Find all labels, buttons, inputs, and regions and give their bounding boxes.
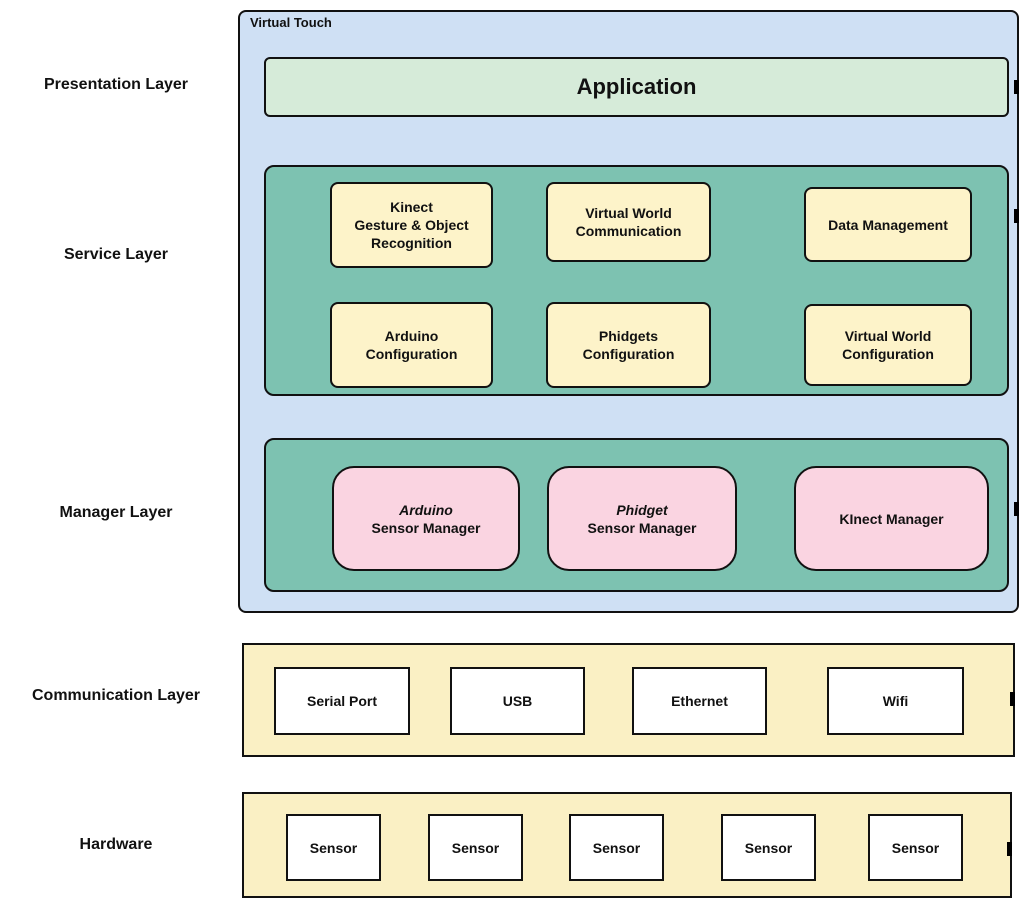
- connector-tick: [1014, 209, 1019, 223]
- manager-box-brand: Phidget: [616, 501, 668, 518]
- communication-layer-band: Serial Port USB Ethernet Wifi: [242, 643, 1015, 757]
- hardware-box-sensor: Sensor: [868, 814, 963, 881]
- service-box-phidgets-config: Phidgets Configuration: [546, 302, 711, 388]
- manager-box-name: Sensor Manager: [371, 519, 481, 536]
- connector-tick: [1010, 692, 1015, 706]
- service-box-arduino-config: Arduino Configuration: [330, 302, 493, 388]
- connector-tick: [1007, 842, 1012, 856]
- service-box-kinect-gesture: Kinect Gesture & Object Recognition: [330, 182, 493, 268]
- label-manager-layer: Manager Layer: [59, 504, 173, 521]
- label-service-layer: Service Layer: [63, 246, 169, 263]
- label-presentation-layer: Presentation Layer: [43, 76, 189, 93]
- hardware-box-sensor: Sensor: [286, 814, 381, 881]
- hardware-box-sensor: Sensor: [721, 814, 816, 881]
- hardware-box-sensor: Sensor: [428, 814, 523, 881]
- connector-tick: [1014, 80, 1019, 94]
- label-hardware-layer: Hardware: [79, 836, 153, 853]
- manager-box-arduino: Arduino Sensor Manager: [332, 466, 520, 571]
- label-communication-layer: Communication Layer: [31, 687, 201, 704]
- application-label: Application: [576, 74, 697, 99]
- manager-box-name: Sensor Manager: [587, 519, 697, 536]
- container-title: Virtual Touch: [250, 15, 332, 30]
- service-box-data-management: Data Management: [804, 187, 972, 262]
- connector-tick: [1014, 502, 1019, 516]
- hardware-layer-band: Sensor Sensor Sensor Sensor Sensor: [242, 792, 1012, 898]
- service-box-vw-config: Virtual World Configuration: [804, 304, 972, 386]
- comm-box-ethernet: Ethernet: [632, 667, 767, 735]
- comm-box-usb: USB: [450, 667, 585, 735]
- service-box-vw-communication: Virtual World Communication: [546, 182, 711, 262]
- comm-box-serial-port: Serial Port: [274, 667, 410, 735]
- virtual-touch-container: Virtual Touch Application Kinect Gesture…: [238, 10, 1019, 613]
- application-box: Application: [264, 57, 1009, 117]
- comm-box-wifi: Wifi: [827, 667, 964, 735]
- manager-box-name: KInect Manager: [839, 510, 944, 527]
- manager-box-brand: Arduino: [399, 501, 453, 518]
- hardware-box-sensor: Sensor: [569, 814, 664, 881]
- manager-layer-band: Arduino Sensor Manager Phidget Sensor Ma…: [264, 438, 1009, 592]
- manager-box-phidget: Phidget Sensor Manager: [547, 466, 737, 571]
- manager-box-kinect: KInect Manager: [794, 466, 989, 571]
- service-layer-band: Kinect Gesture & Object Recognition Virt…: [264, 165, 1009, 396]
